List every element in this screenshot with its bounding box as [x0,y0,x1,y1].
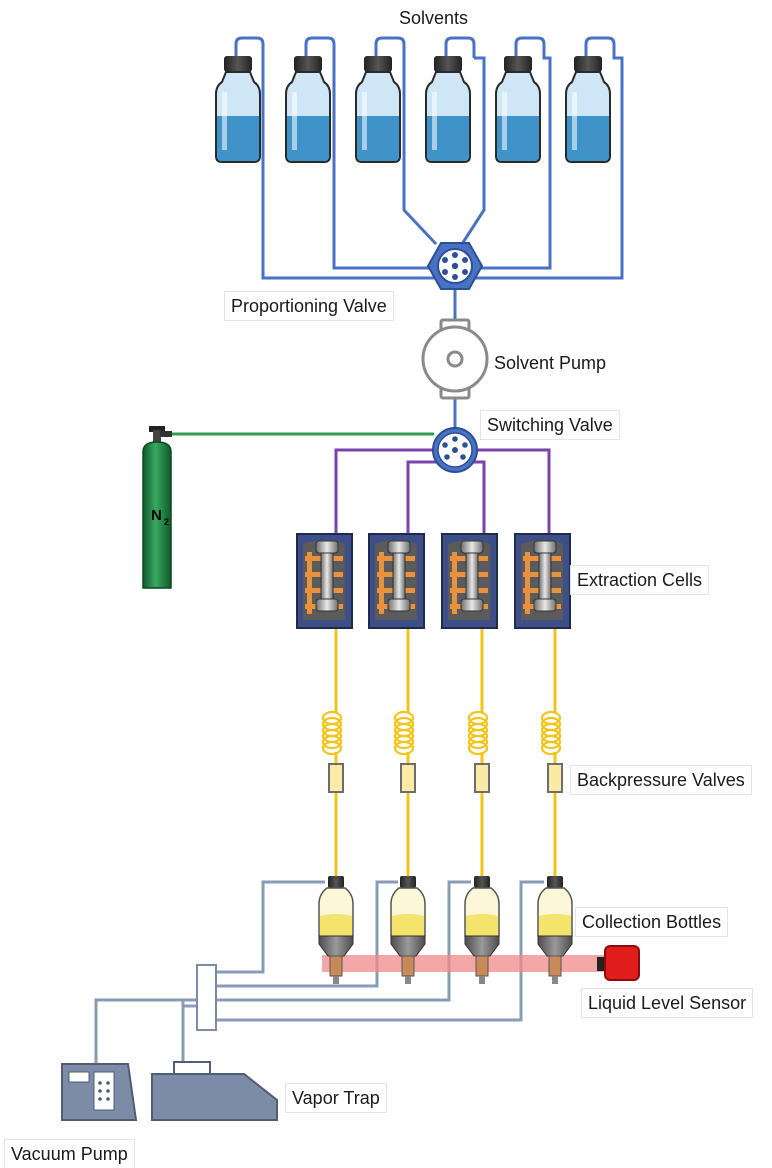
coil-3 [467,710,489,756]
extraction-cell-4[interactable] [514,533,571,629]
manifold [196,964,217,1031]
distribution-lines [334,448,551,534]
extraction-cell-icon [296,533,353,629]
solvent-bottle-1 [215,56,261,163]
label-collection-bottles: Collection Bottles [576,908,728,936]
backpressure-valve-icon [547,763,563,793]
rotary-valve-icon [432,427,478,473]
backpressure-valve-2[interactable] [400,763,416,793]
backpressure-valve-3[interactable] [474,763,490,793]
collection-bottle-4 [537,876,573,984]
extraction-cell-icon [514,533,571,629]
label-vapor-trap: Vapor Trap [286,1084,386,1112]
solvent-bottle-5 [495,56,541,163]
gas-cylinder-icon: N 2 [142,426,172,589]
nitrogen-cylinder: N 2 [142,426,172,589]
backpressure-valve-icon [474,763,490,793]
extraction-cells [296,533,571,629]
solvent-bottle-icon [215,56,261,163]
cylinder-label: N [151,507,162,524]
label-backpressure-valves: Backpressure Valves [571,766,751,794]
heat-exchange-coils [321,710,562,756]
vacuum-pump-icon [61,1063,138,1121]
solvent-lines [234,36,624,430]
solvent-bottle-icon [425,56,471,163]
label-proportioning-valve: Proportioning Valve [225,292,393,320]
vacuum-lines [94,880,544,1064]
label-extraction-cells: Extraction Cells [571,566,709,594]
vapor-trap[interactable] [151,1061,278,1121]
pump-icon [421,318,489,400]
coil-icon [321,710,343,756]
extraction-cell-1[interactable] [296,533,353,629]
coil-1 [321,710,343,756]
backpressure-valve-4[interactable] [547,763,563,793]
backpressure-valve-icon [400,763,416,793]
label-switching-valve: Switching Valve [481,411,619,439]
backpressure-valve-1[interactable] [328,763,344,793]
level-sensor-icon [597,945,640,981]
collection-bottle-icon [464,876,500,984]
label-solvent-pump: Solvent Pump [494,353,607,373]
extraction-cell-3[interactable] [441,533,498,629]
extraction-cell-icon [441,533,498,629]
solvent-bottle-icon [285,56,331,163]
solvent-pump[interactable] [421,318,489,400]
backpressure-valves [328,763,563,793]
vacuum-pump[interactable] [61,1063,138,1121]
extraction-cell-2[interactable] [368,533,425,629]
vapor-trap-icon [151,1061,278,1121]
collection-bottle-icon [318,876,354,984]
sensor-beam [322,955,606,972]
cylinder-label-subscript: 2 [164,517,169,527]
proportioning-valve[interactable] [426,242,484,290]
collection-bottle-1 [318,876,354,984]
solvent-bottle-4 [425,56,471,163]
collection-bottle-icon [390,876,426,984]
coil-2 [393,710,415,756]
solvent-bottle-icon [565,56,611,163]
solvent-bottle-icon [495,56,541,163]
label-solvents: Solvents [399,8,469,28]
collection-bottle-icon [537,876,573,984]
switching-valve[interactable] [432,427,478,473]
solvent-bottle-6 [565,56,611,163]
extraction-cell-icon [368,533,425,629]
coil-4 [540,710,562,756]
extract-lines [334,628,557,876]
label-vacuum-pump: Vacuum Pump [5,1140,134,1168]
solvent-bottle-3 [355,56,401,163]
solvent-bottle-2 [285,56,331,163]
solvent-bottles [215,56,611,163]
label-liquid-level-sensor: Liquid Level Sensor [582,989,753,1017]
manifold-icon [196,964,217,1031]
coil-icon [467,710,489,756]
coil-icon [540,710,562,756]
collection-bottle-3 [464,876,500,984]
collection-bottles [318,876,573,984]
coil-icon [393,710,415,756]
collection-bottle-2 [390,876,426,984]
backpressure-valve-icon [328,763,344,793]
solvent-bottle-icon [355,56,401,163]
liquid-level-sensor[interactable] [597,945,640,981]
